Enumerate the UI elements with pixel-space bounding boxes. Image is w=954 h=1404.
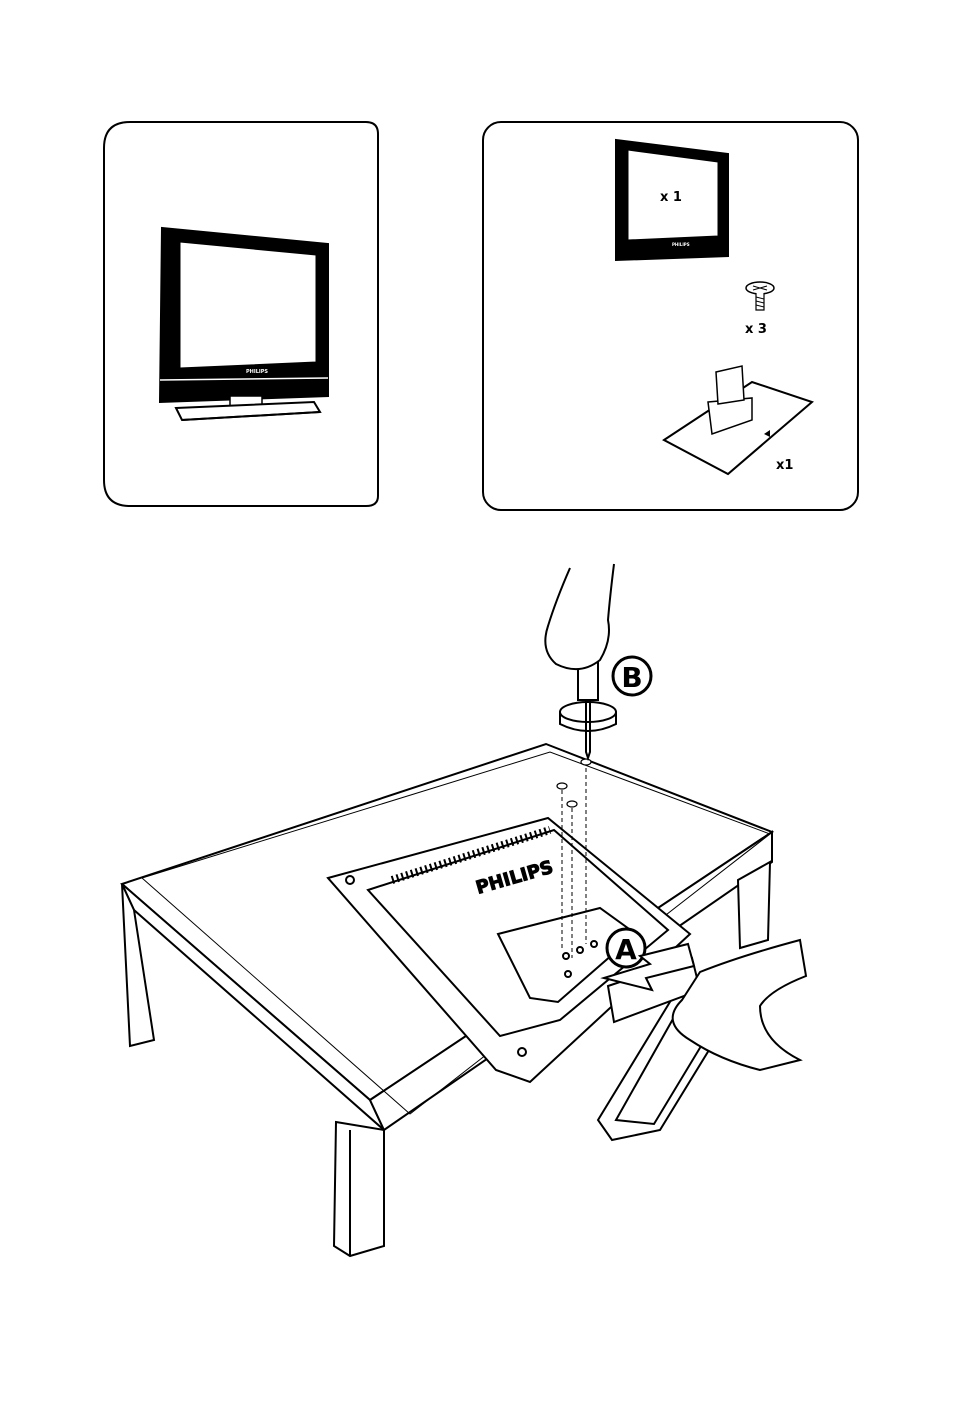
table-leg-front [334,1122,384,1256]
part-tv-brand: PHILIPS [672,242,690,247]
step-a-label: A [615,933,637,966]
screw-icon [581,759,591,765]
part-screw: x 3 [745,282,774,337]
stand-neck [716,366,744,404]
part-stand: x1 [664,366,812,474]
assembled-tv-illustration: PHILIPS [160,228,328,420]
assembly-illustration: PHILIPS [122,564,806,1256]
assembled-tv-panel: PHILIPS [104,122,378,506]
tv-screen [180,242,316,368]
tv-base [176,402,320,420]
hand-top [545,564,614,669]
step-b-marker: B [613,657,651,695]
step-a-marker: A [607,929,645,967]
screwdriver-shaft [586,696,590,758]
parts-panel: PHILIPS x 1 x 3 x1 [483,122,858,510]
screwdriver-hand [545,564,616,758]
screw-icon [557,783,567,789]
rear-screw-hole [518,1048,526,1056]
step-b-label: B [621,661,642,694]
screw-icon [567,801,577,807]
part-screw-quantity: x 3 [745,322,767,337]
part-tv-quantity: x 1 [660,190,682,205]
part-stand-quantity: x1 [776,458,793,473]
tv-brand-logo: PHILIPS [246,369,268,375]
part-tv: PHILIPS x 1 [616,140,728,260]
rear-screw-hole [346,876,354,884]
